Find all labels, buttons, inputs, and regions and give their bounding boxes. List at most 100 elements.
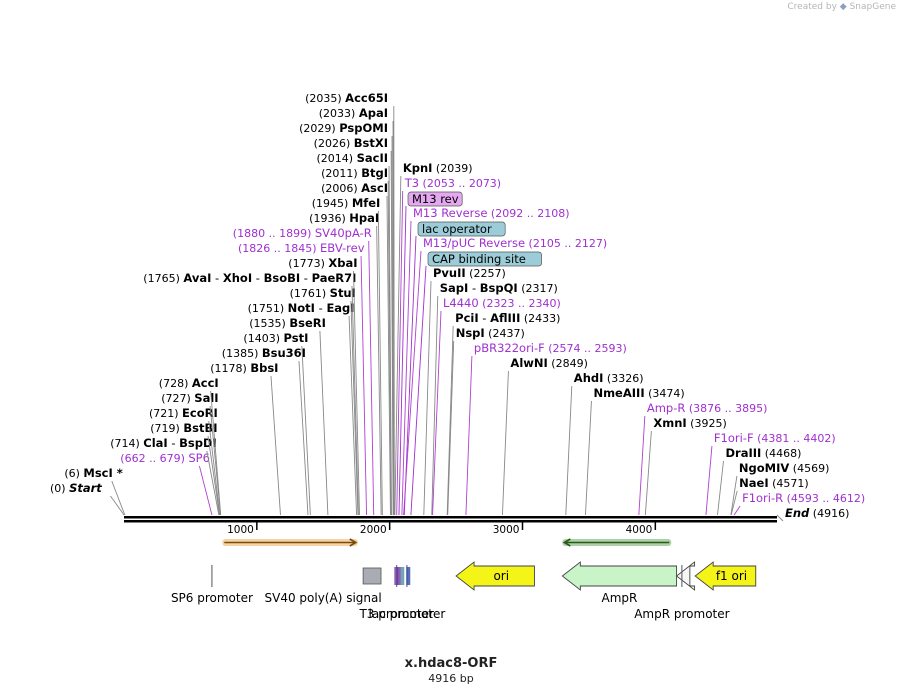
site-name: F1ori-R	[742, 491, 783, 505]
site-label-naei: NaeI (4571)	[739, 476, 809, 490]
site-name: AscI	[361, 181, 388, 195]
site-leader	[206, 450, 220, 516]
site-leader	[351, 285, 359, 516]
mcs-feature-mark	[394, 567, 399, 585]
site-position: (3876 .. 3895)	[685, 402, 767, 415]
site-name: DraIII	[725, 446, 761, 460]
feature-arrow	[675, 561, 696, 591]
site-position: (2849)	[548, 357, 588, 370]
site-label-sapi: SapI - BspQI (2317)	[440, 281, 558, 295]
site-leader	[705, 445, 713, 516]
site-leader	[353, 270, 360, 516]
feature-box-label: CAP binding site	[432, 252, 526, 266]
site-label-m13-reverse: M13 Reverse (2092 .. 2108)	[413, 206, 570, 220]
site-position: (2039)	[432, 162, 472, 175]
site-name: EcoRI	[182, 406, 218, 420]
site-label-nmeaiii: NmeAIII (3474)	[593, 386, 684, 400]
site-name: M13 Reverse	[413, 206, 487, 220]
site-position: (2026)	[314, 137, 354, 150]
site-position: (2323 .. 2340)	[479, 297, 561, 310]
site-leader	[110, 495, 125, 516]
site-position: (1178)	[210, 362, 250, 375]
site-leader	[386, 195, 391, 516]
site-position: (2433)	[520, 312, 560, 325]
feature-arrow	[455, 561, 535, 591]
site-position: (1385)	[222, 347, 262, 360]
site-name: PaeR7I	[312, 271, 357, 285]
site-label-asci: (2006) AscI	[321, 181, 388, 195]
site-leader	[446, 325, 454, 516]
site-leader	[398, 205, 407, 516]
site-label-nspi: NspI (2437)	[456, 326, 525, 340]
site-label-psti: (1403) PstI	[243, 331, 308, 345]
feature-label: SP6 promoter	[171, 591, 253, 605]
site-leader	[410, 265, 427, 516]
site-position: (662 .. 679)	[120, 452, 188, 465]
label-separator: -	[315, 301, 326, 315]
site-label-clai: (714) ClaI - BspDI	[110, 436, 217, 450]
site-name: EagI	[326, 301, 354, 315]
site-name: BspQI	[480, 281, 518, 295]
site-name: PstI	[284, 331, 309, 345]
backbone-bottom	[124, 520, 777, 523]
site-label-xbai: (1773) XbaI	[288, 256, 357, 270]
site-position: (6)	[64, 467, 83, 480]
site-leader	[207, 435, 220, 516]
site-name: HpaI	[349, 211, 379, 225]
site-label-f1ori-f: F1ori-F (4381 .. 4402)	[714, 431, 836, 445]
feature-label: AmpR	[602, 591, 638, 605]
site-name: AvaI	[183, 271, 211, 285]
feature-arrow	[561, 561, 678, 591]
site-position: (1751)	[248, 302, 288, 315]
site-label-amp-r: Amp-R (3876 .. 3895)	[647, 401, 768, 415]
site-name: NgoMIV	[739, 461, 789, 475]
site-name: BseRI	[289, 316, 326, 330]
label-separator: -	[479, 311, 490, 325]
site-label-ebv-rev: (1826 .. 1845) EBV-rev	[238, 241, 365, 255]
site-position: (1535)	[249, 317, 289, 330]
feature-box	[407, 191, 463, 207]
site-name: T3	[404, 176, 419, 190]
plasmid-size: 4916 bp	[428, 672, 474, 685]
site-position: (1765)	[143, 272, 183, 285]
feature-label: f1 ori	[716, 569, 747, 583]
site-position: (3474)	[645, 387, 685, 400]
site-name: XmnI	[653, 416, 686, 430]
site-label-t3: T3 (2053 .. 2073)	[404, 176, 501, 190]
site-position: (2029)	[299, 122, 339, 135]
site-leader	[210, 390, 222, 516]
site-position: (2006)	[321, 182, 361, 195]
label-separator: -	[300, 271, 311, 285]
site-label-avai: (1765) AvaI - XhoI - BsoBI - PaeR7I	[143, 271, 356, 285]
site-position: (1936)	[309, 212, 349, 225]
plasmid-name: x.hdac8-ORF	[404, 656, 498, 671]
site-position: (3326)	[603, 372, 643, 385]
site-name: L4440	[443, 296, 479, 310]
site-leader	[432, 310, 442, 516]
site-name: ClaI	[143, 436, 167, 450]
polyA-signal-box	[362, 567, 382, 585]
site-name: PciI	[455, 311, 478, 325]
site-label-kpni: KpnI (2039)	[403, 161, 473, 175]
site-position: (4571)	[769, 477, 809, 490]
site-position: (1761)	[290, 287, 330, 300]
mcs-feature-mark	[396, 567, 401, 585]
feature-label: SV40 poly(A) signal	[265, 591, 382, 605]
site-position: (2574 .. 2593)	[545, 342, 627, 355]
site-label-noti: (1751) NotI - EagI	[248, 301, 355, 315]
site-position: (727)	[161, 392, 194, 405]
site-name: NaeI	[739, 476, 768, 490]
site-position: (1773)	[288, 257, 328, 270]
site-name: ApaI	[359, 106, 388, 120]
site-leader	[393, 105, 395, 516]
site-label-end: End (4916)	[785, 506, 849, 520]
site-name: PvuII	[433, 266, 466, 280]
label-separator: -	[211, 271, 222, 285]
site-leader	[348, 315, 358, 516]
site-label-pbr322ori-f: pBR322ori-F (2574 .. 2593)	[474, 341, 627, 355]
site-position: (728)	[159, 377, 192, 390]
feature-box-label: M13 rev	[412, 192, 459, 206]
site-label-ngomiv: NgoMIV (4569)	[739, 461, 829, 475]
site-name: SalI	[194, 391, 218, 405]
site-leader	[111, 480, 126, 516]
